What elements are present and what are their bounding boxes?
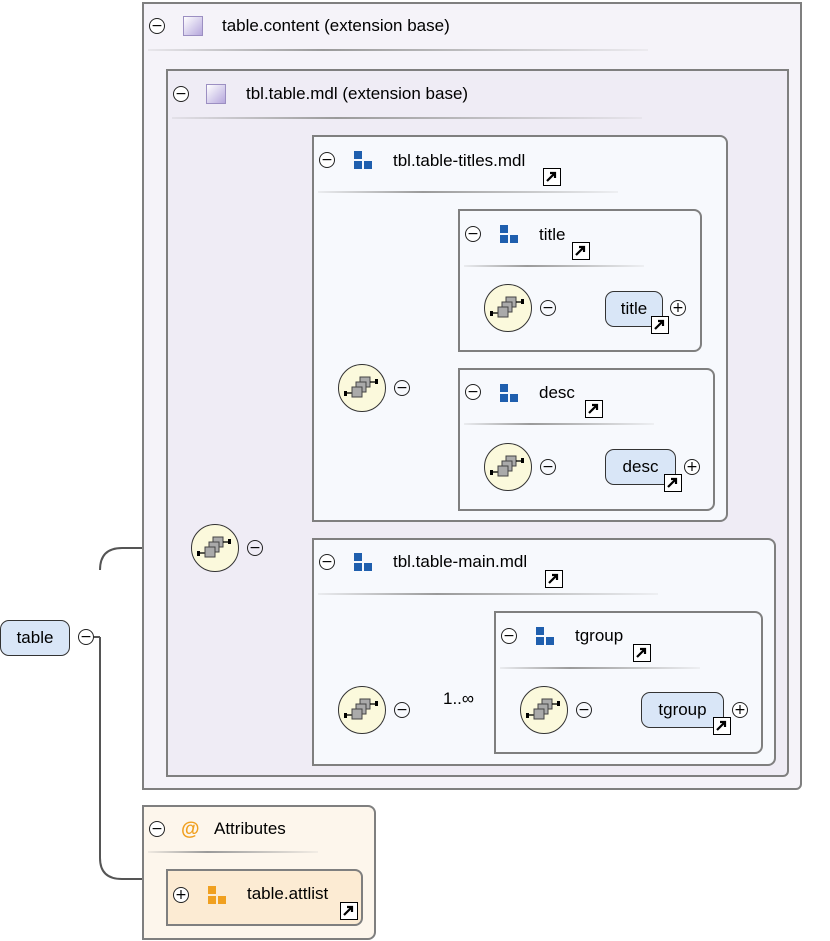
attributes-label: Attributes <box>214 819 286 838</box>
group-tgroup-label: tgroup <box>575 626 624 645</box>
minus-icon: − <box>151 821 163 837</box>
sequence-compositor-title[interactable] <box>484 284 532 332</box>
group-desc-label: desc <box>539 383 575 402</box>
separator <box>148 49 648 51</box>
element-desc-label: desc <box>622 457 659 476</box>
minus-icon: − <box>578 702 590 718</box>
sequence-compositor-titles[interactable] <box>338 364 386 412</box>
at-icon: @ <box>181 819 200 840</box>
link-arrow-icon[interactable] <box>633 644 651 662</box>
separator <box>172 117 642 119</box>
separator <box>318 191 618 193</box>
collapse-toggle-title-sequence[interactable]: − <box>540 300 556 316</box>
cardinality-label: 1..∞ <box>443 689 475 708</box>
root-element-table[interactable]: table <box>0 620 70 656</box>
sequence-icon <box>490 455 524 477</box>
minus-icon: − <box>542 459 554 475</box>
minus-icon: − <box>151 18 163 34</box>
link-arrow-icon[interactable] <box>651 316 669 334</box>
collapse-toggle-title-group[interactable]: − <box>465 226 481 242</box>
link-arrow-icon[interactable] <box>545 570 563 588</box>
plus-icon: + <box>734 702 746 718</box>
element-tgroup[interactable]: tgroup <box>641 692 724 728</box>
connector-root-seq <box>99 547 192 571</box>
connector-root-attr <box>99 637 166 880</box>
extension-inner-label: tbl.table.mdl (extension base) <box>246 84 469 103</box>
group-title-label: title <box>539 225 566 244</box>
minus-icon: − <box>467 384 479 400</box>
minus-icon: − <box>396 702 408 718</box>
group-icon <box>500 225 520 245</box>
sequence-icon <box>197 536 231 558</box>
sequence-icon <box>490 296 524 318</box>
minus-icon: − <box>396 380 408 396</box>
separator <box>464 423 654 425</box>
separator <box>148 851 318 853</box>
link-arrow-icon[interactable] <box>585 400 603 418</box>
attribute-group-icon <box>208 886 228 906</box>
minus-icon: − <box>321 554 333 570</box>
link-arrow-icon[interactable] <box>340 902 358 920</box>
collapse-toggle-extension-inner[interactable]: − <box>173 86 189 102</box>
collapse-toggle-tgroup-group[interactable]: − <box>501 628 517 644</box>
collapse-toggle-main[interactable]: − <box>319 554 335 570</box>
expand-toggle-attlist[interactable]: + <box>173 887 189 903</box>
collapse-toggle-desc-group[interactable]: − <box>465 384 481 400</box>
collapse-toggle-attributes[interactable]: − <box>149 821 165 837</box>
sequence-compositor-desc[interactable] <box>484 443 532 491</box>
plus-icon: + <box>672 300 684 316</box>
separator <box>318 593 658 595</box>
group-icon <box>354 151 374 171</box>
collapse-toggle-tgroup-sequence[interactable]: − <box>576 702 592 718</box>
extension-icon <box>183 16 203 36</box>
minus-icon: − <box>503 628 515 644</box>
separator <box>464 265 644 267</box>
plus-icon: + <box>686 459 698 475</box>
link-arrow-icon[interactable] <box>664 474 682 492</box>
plus-icon: + <box>175 887 187 903</box>
root-element-label: table <box>16 628 54 647</box>
minus-icon: − <box>321 152 333 168</box>
collapse-toggle-desc-sequence[interactable]: − <box>540 459 556 475</box>
group-titles-label: tbl.table-titles.mdl <box>393 151 526 170</box>
group-icon <box>354 553 374 573</box>
minus-icon: − <box>80 629 92 645</box>
extension-icon <box>206 84 226 104</box>
collapse-toggle-titles-sequence[interactable]: − <box>394 380 410 396</box>
minus-icon: − <box>542 300 554 316</box>
sequence-icon <box>526 698 560 720</box>
element-title-label: title <box>620 299 648 318</box>
group-main-label: tbl.table-main.mdl <box>393 552 528 571</box>
collapse-toggle-main-sequence[interactable]: − <box>394 702 410 718</box>
minus-icon: − <box>249 540 261 556</box>
separator <box>500 667 700 669</box>
sequence-icon <box>344 376 378 398</box>
group-icon <box>536 627 556 647</box>
element-tgroup-label: tgroup <box>658 700 707 719</box>
collapse-toggle-titles[interactable]: − <box>319 152 335 168</box>
expand-toggle-tgroup[interactable]: + <box>732 702 748 718</box>
expand-toggle-desc[interactable]: + <box>684 459 700 475</box>
link-arrow-icon[interactable] <box>572 242 590 260</box>
collapse-toggle-root[interactable]: − <box>78 629 94 645</box>
collapse-toggle-extension-outer[interactable]: − <box>149 18 165 34</box>
group-icon <box>500 384 520 404</box>
extension-outer-label: table.content (extension base) <box>222 16 450 35</box>
link-arrow-icon[interactable] <box>543 168 561 186</box>
sequence-icon <box>344 698 378 720</box>
sequence-compositor-tgroup[interactable] <box>520 686 568 734</box>
attlist-group[interactable] <box>166 869 363 926</box>
sequence-compositor[interactable] <box>191 524 239 572</box>
minus-icon: − <box>175 86 187 102</box>
collapse-toggle-sequence[interactable]: − <box>247 540 263 556</box>
link-arrow-icon[interactable] <box>713 717 731 735</box>
expand-toggle-title[interactable]: + <box>670 300 686 316</box>
sequence-compositor-main[interactable] <box>338 686 386 734</box>
attlist-label: table.attlist <box>247 884 329 903</box>
minus-icon: − <box>467 226 479 242</box>
